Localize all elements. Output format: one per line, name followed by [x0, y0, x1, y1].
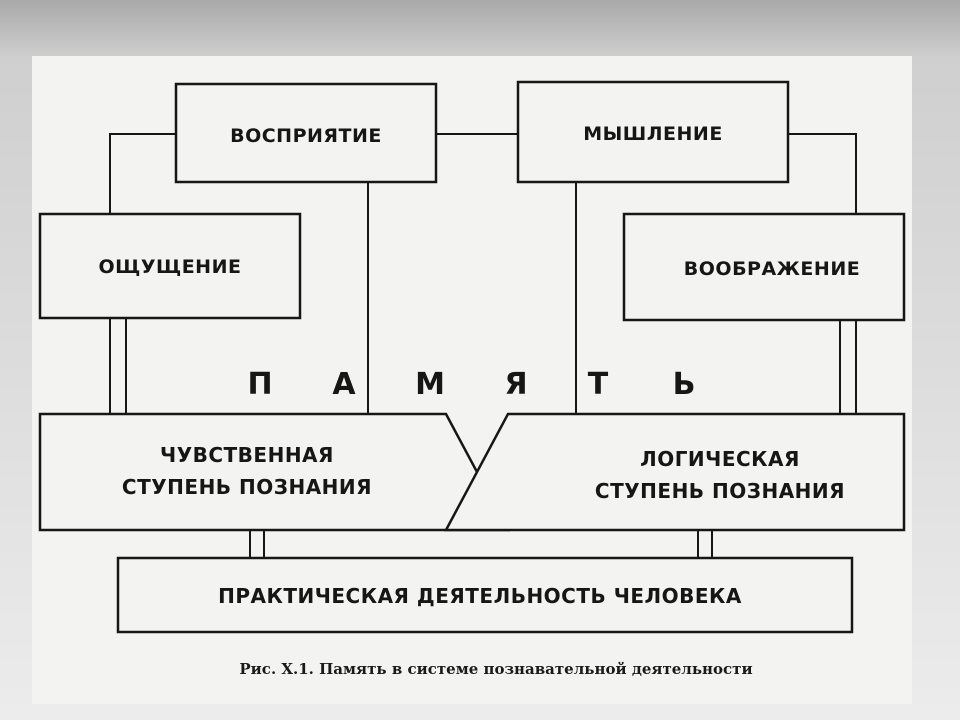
- memory-letter: Ь: [673, 367, 696, 402]
- box-sensory-stage: [38, 412, 511, 532]
- box-logical-stage: [443, 412, 906, 532]
- label-logical-stage-line1: ЛОГИЧЕСКАЯ: [640, 447, 800, 471]
- box-imagination: [622, 212, 906, 322]
- label-sensory-stage-line2: СТУПЕНЬ ПОЗНАНИЯ: [122, 475, 372, 499]
- label-sensory-stage-line1: ЧУВСТВЕННАЯ: [160, 443, 334, 467]
- memory-letter: А: [332, 367, 356, 402]
- connector-thinking-imagination: [788, 133, 857, 214]
- box-thinking: [516, 80, 790, 184]
- label-perception: ВОСПРИЯТИЕ: [230, 125, 382, 147]
- figure-caption: Рис. X.1. Память в системе познавательно…: [239, 660, 752, 678]
- box-perception: [174, 82, 438, 184]
- label-sensation: ОЩУЩЕНИЕ: [99, 256, 242, 278]
- box-practice: [116, 556, 854, 634]
- memory-diagram: ВОСПРИЯТИЕ МЫШЛЕНИЕ ОЩУЩЕНИЕ ВООБРАЖЕНИЕ…: [38, 80, 906, 678]
- memory-letter: М: [415, 367, 445, 402]
- memory-letter: Т: [588, 367, 609, 402]
- label-practice: ПРАКТИЧЕСКАЯ ДЕЯТЕЛЬНОСТЬ ЧЕЛОВЕКА: [218, 584, 742, 608]
- memory-letter: Я: [504, 367, 527, 402]
- box-sensation: [38, 212, 302, 320]
- connector-perception-sensation: [109, 133, 176, 214]
- memory-letter: П: [247, 367, 272, 402]
- label-logical-stage-line2: СТУПЕНЬ ПОЗНАНИЯ: [595, 479, 845, 503]
- label-thinking: МЫШЛЕНИЕ: [583, 123, 723, 145]
- label-imagination: ВООБРАЖЕНИЕ: [684, 258, 860, 280]
